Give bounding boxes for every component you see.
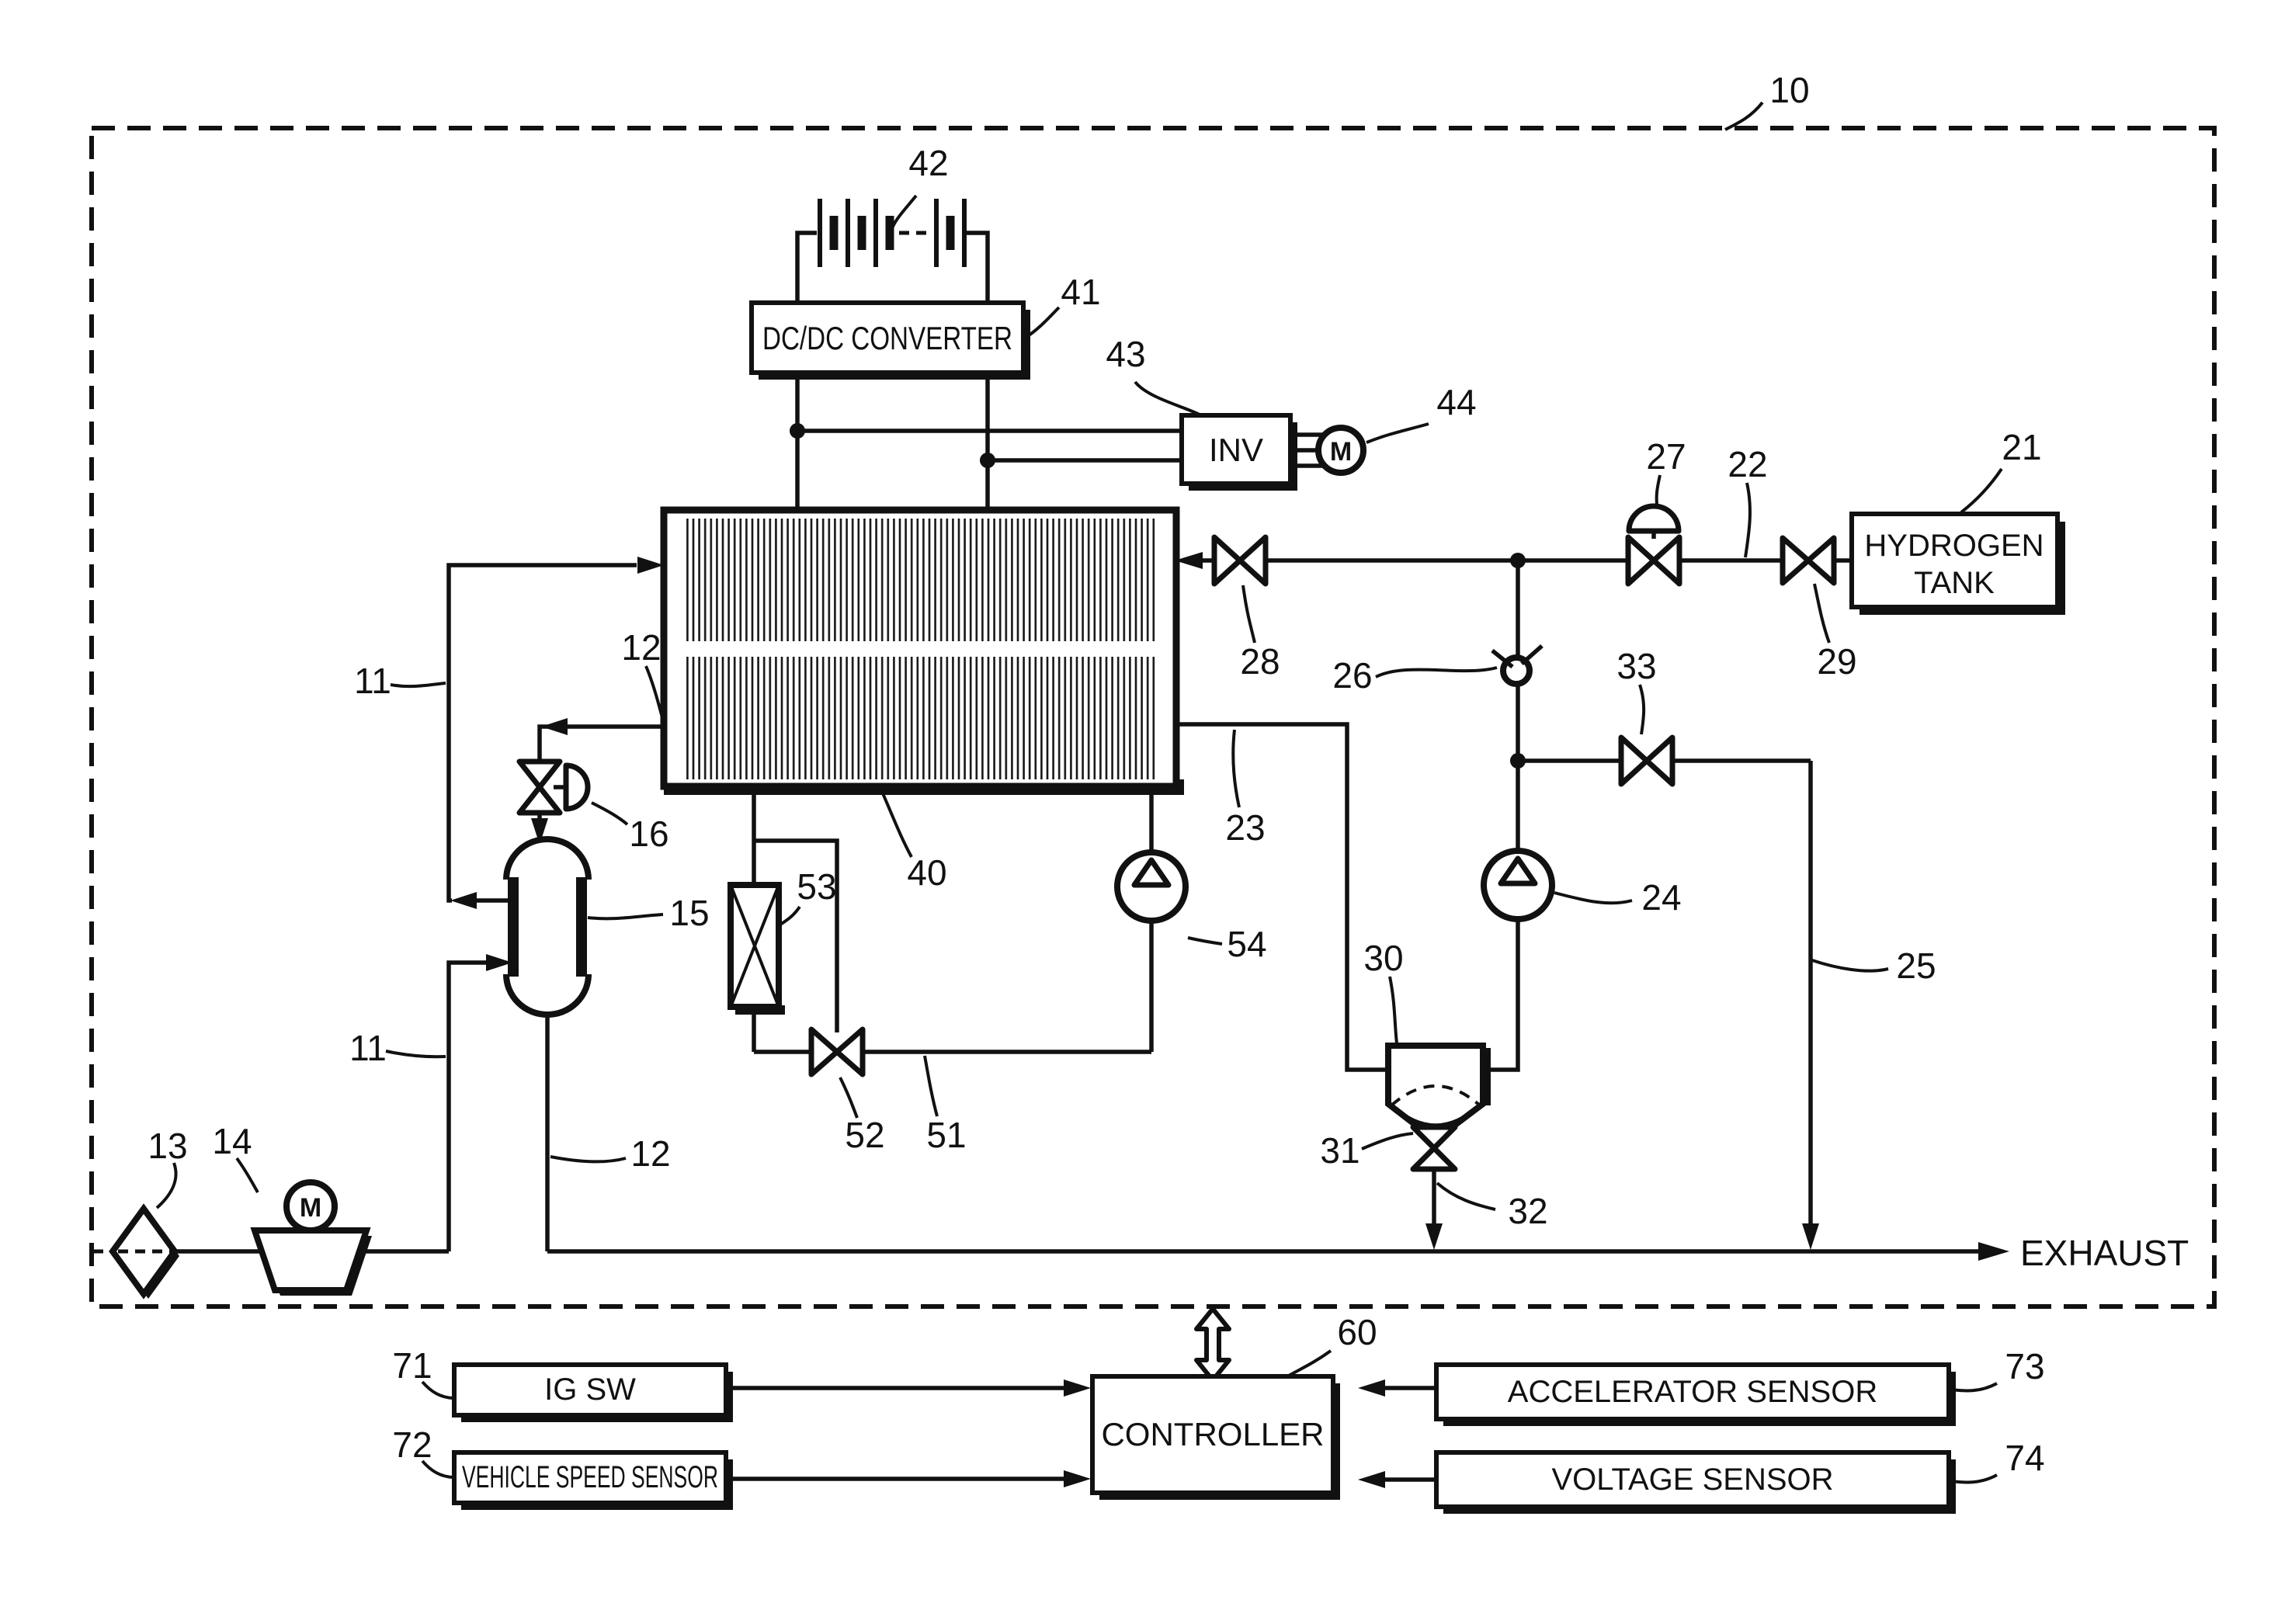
ref-anode-line: 23 (1225, 807, 1265, 848)
ref-voltage-sensor: 74 (2005, 1438, 2044, 1478)
drain-arrow (1425, 1223, 1443, 1250)
fuel-cell-stack: 40 (660, 506, 1184, 893)
ref-regulator-valve: 27 (1646, 436, 1686, 477)
motor-m: M (1330, 437, 1352, 467)
stack-air-inlet-arrow (637, 557, 664, 574)
controller-boundary-arrow (1194, 1306, 1231, 1383)
vss-label: VEHICLE SPEED SENSOR (462, 1460, 718, 1494)
humidifier-outlet-arrow (450, 892, 477, 909)
humidifier-valve-icon (516, 758, 591, 816)
tank-valve-icon (1780, 535, 1837, 586)
motor-circle (1315, 425, 1366, 476)
hydrogen-tank: HYDROGEN TANK 21 (1849, 427, 2065, 615)
controller-section: CONTROLLER 60 IG SW 71 VEHICLE SPEED SEN… (392, 1306, 2045, 1514)
stack-cell-band-top (683, 519, 1157, 641)
ref-air-passage-upper: 11 (354, 661, 391, 701)
ref-hydrogen-line: 22 (1728, 444, 1767, 484)
ref-separator: 30 (1363, 938, 1403, 978)
ref-system: 10 (1769, 70, 1809, 110)
cathode-offgas-arrow (541, 718, 568, 735)
ref-humidifier-valve: 16 (629, 814, 668, 854)
humidifier-branch: 16 15 12 12 (450, 627, 710, 1251)
drain-valve-icon (1410, 1124, 1458, 1172)
ref-offgas-lower: 12 (630, 1133, 670, 1174)
blower-m: M (300, 1193, 321, 1223)
ref-cooling-line: 51 (926, 1115, 966, 1155)
ig-sw-label: IG SW (544, 1372, 636, 1407)
ref-vss: 72 (392, 1424, 432, 1465)
stack-cell-band-bottom (683, 657, 1157, 779)
recirc-pump-icon (1481, 848, 1555, 922)
battery: 42 (795, 143, 990, 304)
ref-tank-valve: 29 (1817, 641, 1856, 682)
humidifier-vessel (503, 836, 592, 1018)
ref-ig-sw: 71 (392, 1345, 432, 1386)
ref-inverter: 43 (1106, 334, 1145, 374)
ref-cooling-pump: 54 (1227, 924, 1266, 964)
system-boundary: 10 (89, 70, 2217, 1309)
ref-drain-line: 32 (1508, 1191, 1547, 1231)
ref-tank: 21 (2002, 427, 2041, 467)
voltage-sensor-label: VOLTAGE SENSOR (1551, 1463, 1833, 1497)
ref-offgas-upper: 12 (621, 627, 661, 668)
stack-inlet-valve-icon (1211, 534, 1269, 587)
ref-controller: 60 (1337, 1312, 1377, 1352)
inverter-label: INV (1209, 432, 1263, 468)
ref-drain-valve: 31 (1320, 1130, 1359, 1171)
exhaust-line: EXHAUST (547, 1233, 2189, 1273)
ref-radiator: 53 (797, 866, 836, 907)
regulator-valve-icon (1625, 503, 1682, 587)
air-intake: 13 M 14 11 11 (93, 557, 664, 1300)
ref-dcdc: 41 (1061, 272, 1100, 312)
ref-air-filter: 13 (148, 1126, 187, 1166)
ref-battery: 42 (908, 143, 948, 183)
dcdc-label: DC/DC CONVERTER (762, 320, 1012, 356)
check-valve-icon (1491, 644, 1544, 687)
drive-motor: M 44 (1290, 382, 1477, 476)
ref-air-blower: 14 (212, 1121, 252, 1161)
ref-purge-valve: 33 (1616, 646, 1656, 686)
controller-label: CONTROLLER (1101, 1416, 1324, 1452)
cooling-valve-icon (808, 1026, 866, 1077)
stack-hydrogen-inlet-arrow (1175, 552, 1203, 569)
purge-arrow (1802, 1223, 1819, 1250)
electrical-bus (790, 373, 1182, 510)
hydrogen-recirculation: 26 24 30 31 32 (1320, 560, 1682, 1250)
air-filter-icon (109, 1203, 179, 1300)
ref-purge-line: 25 (1896, 946, 1936, 986)
anode-offgas-line: 23 (1176, 722, 1390, 1072)
radiator-icon (727, 882, 785, 1015)
ref-acc-sensor: 73 (2005, 1346, 2044, 1386)
acc-sensor-label: ACCELERATOR SENSOR (1508, 1375, 1877, 1409)
gas-liquid-separator (1385, 1043, 1491, 1136)
exhaust-arrow (1978, 1242, 2009, 1261)
inverter: INV 43 (1106, 334, 1297, 491)
purge-line: 33 25 (1518, 646, 1936, 1250)
ref-air-passage-lower: 11 (349, 1028, 387, 1068)
ref-check-valve: 26 (1332, 655, 1372, 696)
ref-stack: 40 (907, 852, 946, 893)
cooling-pump-icon (1114, 849, 1189, 924)
ref-stack-inlet-valve: 28 (1240, 641, 1280, 682)
humidifier-inlet-arrow (486, 954, 512, 971)
ref-cooling-valve: 52 (845, 1115, 884, 1155)
tank-label-1: HYDROGEN (1864, 529, 2044, 563)
ref-humidifier: 15 (669, 893, 709, 933)
dcdc-converter: DC/DC CONVERTER 41 (749, 272, 1101, 380)
ref-recirc-pump: 24 (1641, 877, 1681, 918)
exhaust-label: EXHAUST (2020, 1233, 2189, 1273)
valve-to-humidifier-arrow (531, 818, 548, 845)
purge-valve-icon (1618, 734, 1675, 787)
cooling-circuit: 53 52 51 54 (727, 786, 1267, 1155)
ref-motor: 44 (1436, 382, 1476, 422)
hydrogen-supply-line: 29 22 27 28 (1175, 436, 1857, 682)
air-blower-icon: M (250, 1179, 372, 1296)
tank-label-2: TANK (1914, 566, 1995, 600)
